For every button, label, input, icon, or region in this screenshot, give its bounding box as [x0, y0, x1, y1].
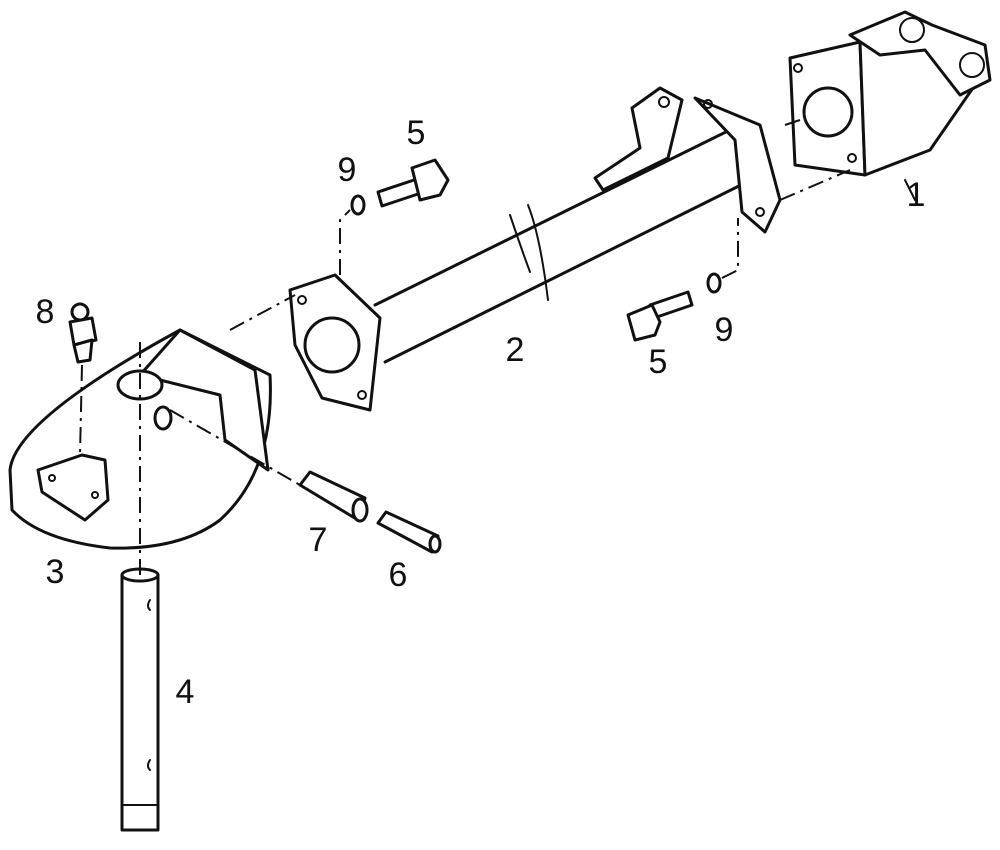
tube-left-flange [288, 273, 382, 412]
callout-9-lower: 9 [714, 311, 734, 349]
tube-right-flange [693, 96, 782, 234]
callout-6: 6 [388, 556, 408, 594]
callout-7: 7 [308, 521, 328, 559]
callout-2: 2 [505, 331, 525, 369]
callout-3: 3 [45, 553, 65, 591]
bolt-lower [626, 290, 694, 342]
bolt-upper [376, 158, 450, 208]
callout-5-upper: 5 [406, 114, 426, 152]
callout-1: 1 [906, 176, 926, 214]
callout-8: 8 [35, 293, 55, 331]
callout-9-upper: 9 [337, 151, 357, 189]
bushing-small [376, 510, 442, 554]
base-plate [8, 328, 272, 550]
grease-nipple [68, 302, 98, 364]
end-bracket [788, 10, 992, 177]
washer-upper [350, 194, 366, 216]
assembly-lines [79, 119, 851, 575]
label-1-stroke [904, 179, 916, 201]
washer-lower [706, 272, 722, 294]
callout-4: 4 [175, 673, 195, 711]
vertical-pin [120, 567, 160, 832]
bushing-large [298, 470, 369, 523]
tube-lug [593, 86, 684, 192]
callout-5-lower: 5 [648, 343, 668, 381]
